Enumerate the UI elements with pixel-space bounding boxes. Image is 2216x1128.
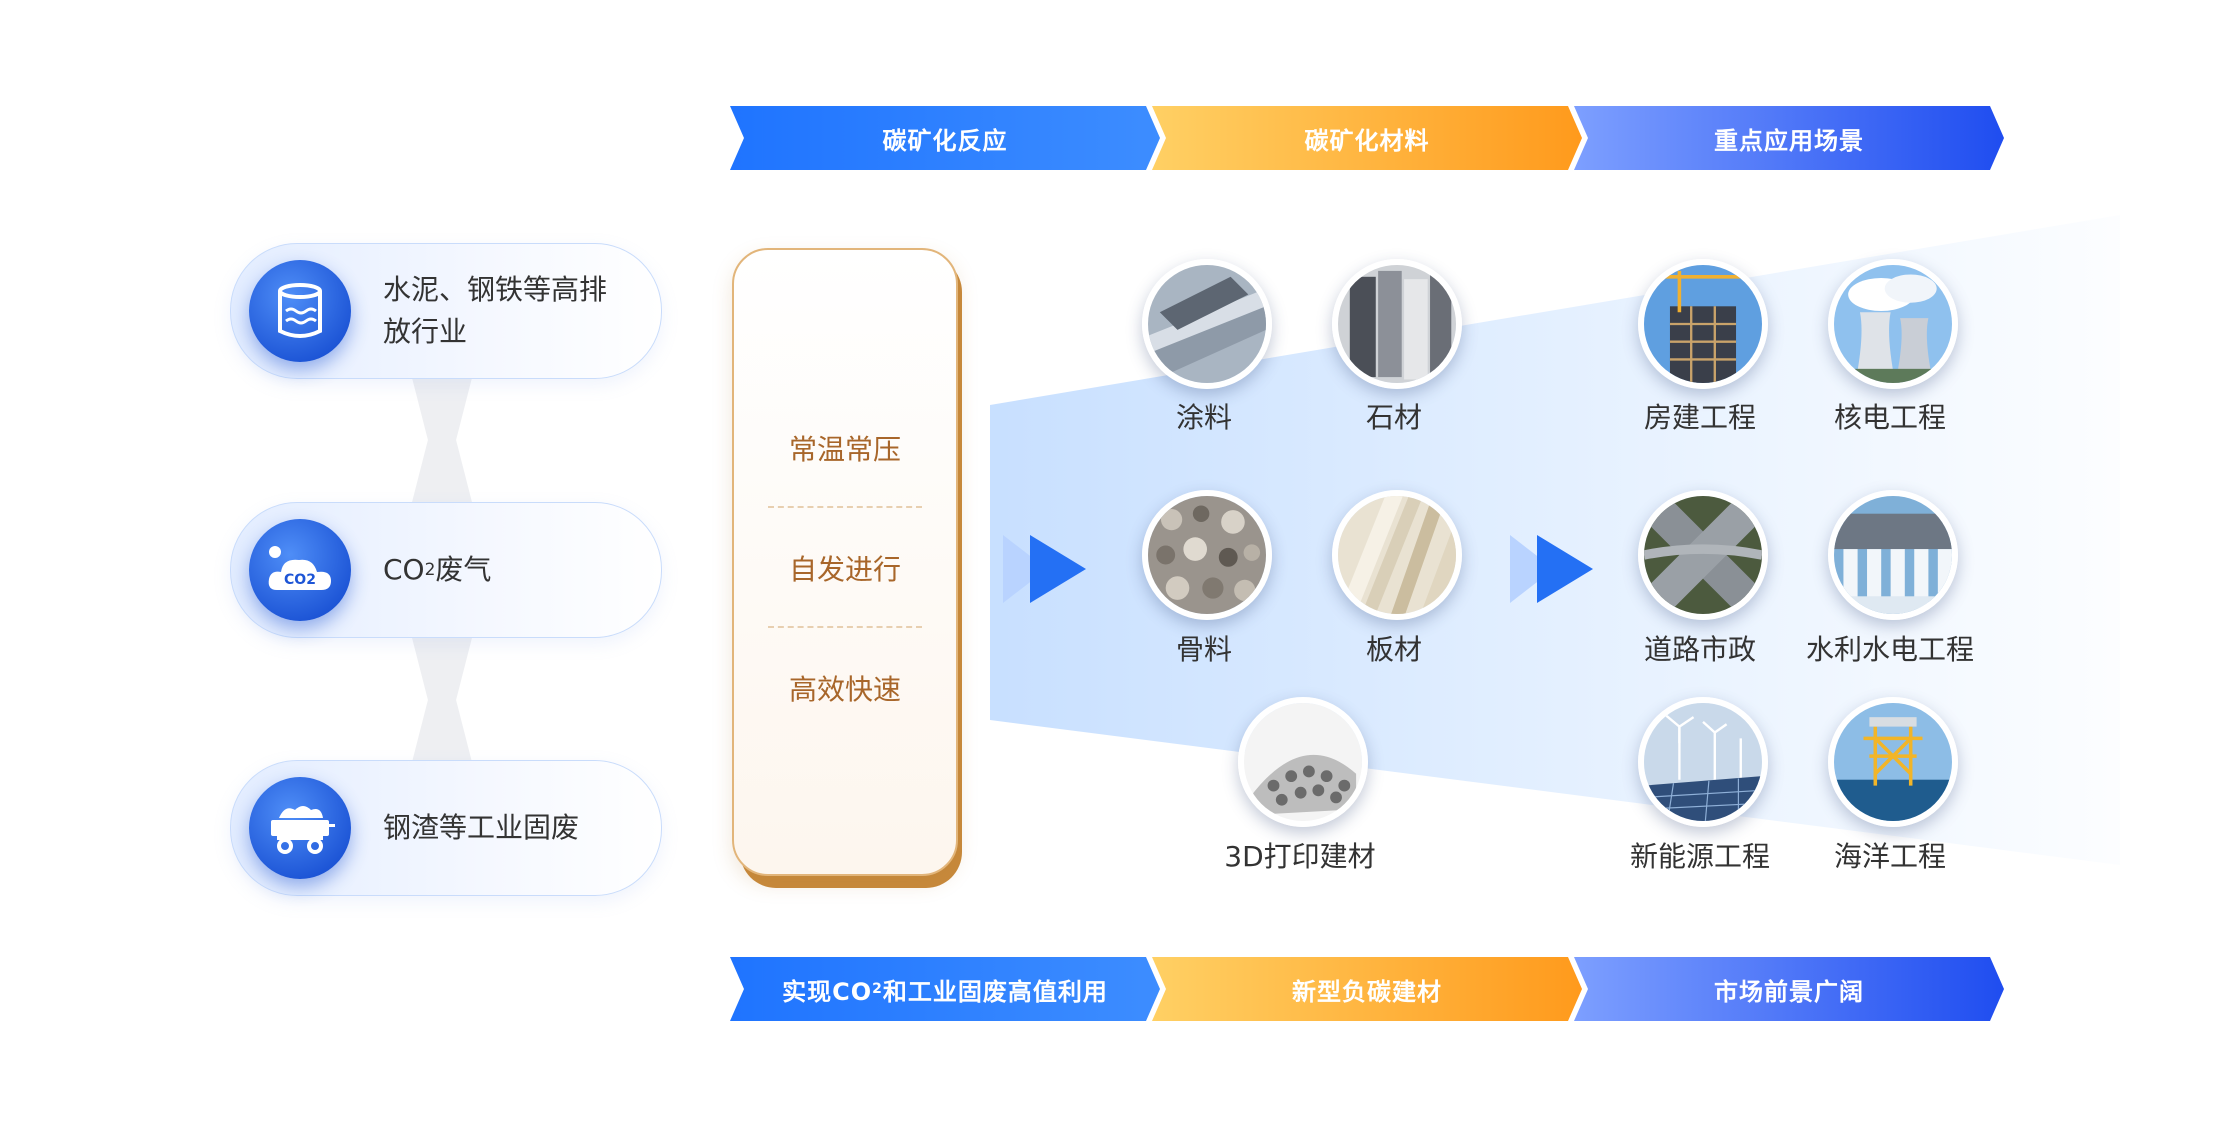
coating-photo [1142,259,1272,389]
process-divider [768,506,922,508]
banner-carbon-mineralization-materials: 碳矿化材料 [1152,106,1582,170]
road-interchange-photo [1638,490,1768,620]
dam-photo [1828,490,1958,620]
source-connector [410,370,474,510]
source-high-emission-industries: 水泥、钢铁等高排放行业 [230,243,662,379]
material-label: 涂料 [1175,401,1232,434]
application-label: 海洋工程 [1833,840,1946,873]
process-card: 常温常压 自发进行 高效快速 [732,248,958,876]
offshore-platform-photo [1828,697,1958,827]
material-label: 石材 [1365,401,1422,434]
cement-tank-icon [249,260,351,362]
process-step: 自发进行 [788,553,901,586]
flow-arrow-icon [1030,535,1086,603]
3d-print-photo [1238,697,1368,827]
process-divider [768,626,922,628]
source-label: 水泥、钢铁等高排放行业 [383,273,608,348]
nuclear-plant-photo [1828,259,1958,389]
material-label: 3D打印建材 [1224,840,1376,873]
material-label: 板材 [1365,633,1422,666]
flow-arrow-icon [1537,535,1593,603]
process-step: 常温常压 [788,433,901,466]
wind-solar-photo [1638,697,1768,827]
application-label: 水利水电工程 [1805,633,1974,666]
board-photo [1332,490,1462,620]
banner-broad-market-prospects: 市场前景广阔 [1574,957,2004,1021]
source-label: 钢渣等工业固废 [383,811,580,844]
source-connector [410,630,474,770]
process-step: 高效快速 [788,673,901,706]
co2-cloud-icon: CO2 [249,519,351,621]
banner-negative-carbon-materials: 新型负碳建材 [1152,957,1582,1021]
aggregate-photo [1142,490,1272,620]
stone-photo [1332,259,1462,389]
application-label: 新能源工程 [1629,840,1770,873]
application-label: 核电工程 [1833,401,1946,434]
building-construction-photo [1638,259,1768,389]
banner-key-application-scenarios: 重点应用场景 [1574,106,2004,170]
banner-carbon-mineralization-reaction: 碳矿化反应 [730,106,1160,170]
application-label: 道路市政 [1643,633,1756,666]
mine-cart-icon [249,777,351,879]
application-label: 房建工程 [1643,401,1756,434]
material-label: 骨料 [1175,633,1232,666]
source-industrial-solid-waste: 钢渣等工业固废 [230,760,662,896]
svg-text:CO2: CO2 [284,572,316,588]
